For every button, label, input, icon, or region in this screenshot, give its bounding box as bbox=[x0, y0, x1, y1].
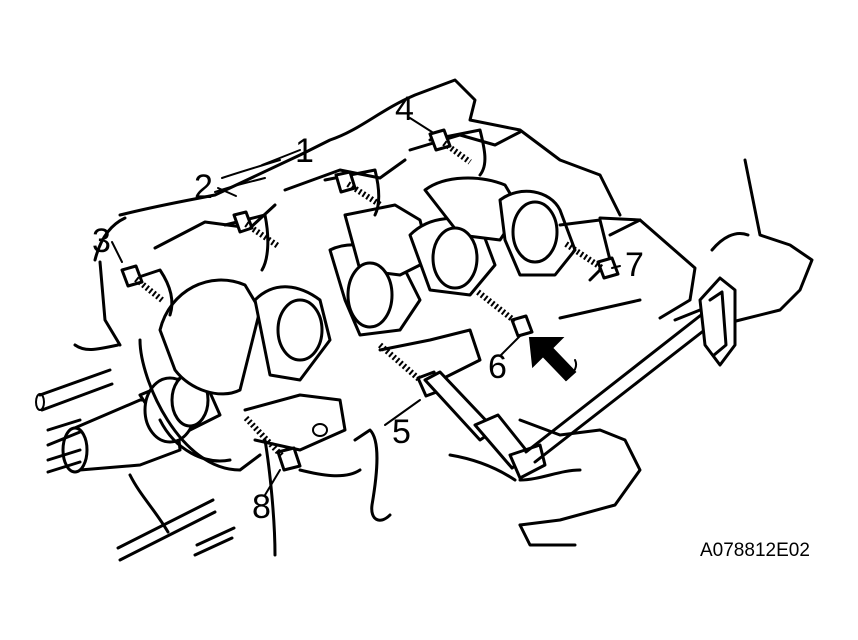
socket-wrench-tool bbox=[423, 276, 737, 480]
callout-8: 8 bbox=[252, 488, 271, 526]
bolt-2 bbox=[232, 210, 280, 249]
direction-arrow bbox=[528, 337, 578, 382]
callout-labels: 1 2 3 4 5 6 7 8 bbox=[92, 90, 644, 526]
callout-4: 4 bbox=[395, 90, 414, 128]
callout-3: 3 bbox=[92, 222, 111, 260]
callout-1: 1 bbox=[295, 132, 314, 170]
bolt-1 bbox=[334, 170, 384, 209]
reference-code: A078812E02 bbox=[700, 540, 810, 561]
bolt-4 bbox=[428, 128, 472, 165]
bolt-6 bbox=[476, 289, 534, 338]
bolt-7 bbox=[564, 241, 620, 280]
callout-6: 6 bbox=[488, 348, 507, 386]
bearing-caps bbox=[128, 128, 612, 452]
callout-2: 2 bbox=[194, 168, 213, 206]
callout-7: 7 bbox=[625, 246, 644, 284]
crankshaft bbox=[35, 176, 577, 562]
bolt-8 bbox=[243, 415, 302, 472]
leader-lines bbox=[111, 117, 621, 496]
bolt-3 bbox=[120, 264, 164, 303]
callout-5: 5 bbox=[392, 413, 411, 451]
